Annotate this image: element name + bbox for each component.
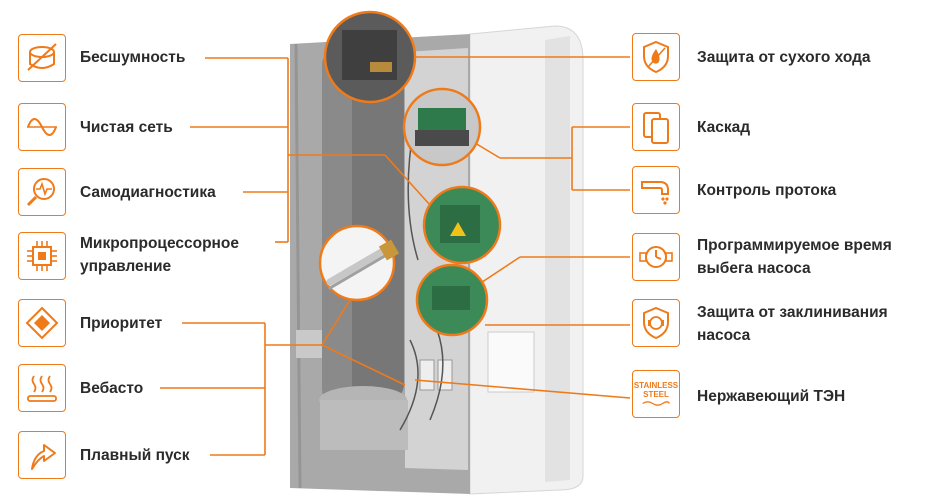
feature-label-soft-start: Плавный пуск [80, 447, 190, 464]
feature-label-clean-grid: Чистая сеть [80, 119, 173, 136]
sine-wave-icon [18, 103, 66, 151]
feature-label-flow-control: Контроль протока [697, 182, 837, 199]
feature-label-microprocessor-line1: Микропроцессорное [80, 235, 240, 252]
feature-label-pump-jam-protection: Защита от заклинивания насоса [697, 301, 888, 347]
feature-label-pump-overrun: Программируемое время выбега насоса [697, 234, 892, 280]
feature-label-pump-jam-line1: Защита от заклинивания [697, 304, 888, 321]
soft-start-arrow-icon [18, 431, 66, 479]
feature-label-webasto: Вебасто [80, 380, 144, 397]
shield-pump-icon [632, 299, 680, 347]
feature-label-self-diagnostics: Самодиагностика [80, 184, 216, 201]
silent-drum-icon [18, 34, 66, 82]
feature-label-pump-overrun-line2: выбега насоса [697, 260, 811, 277]
stainless-steel-icon: STAINLESS STEEL [632, 370, 680, 418]
magnifier-pulse-icon [18, 168, 66, 216]
microchip-icon [18, 232, 66, 280]
feature-label-microprocessor: Микропроцессорное управление [80, 232, 239, 278]
priority-diamond-icon [18, 299, 66, 347]
stainless-icon-text-2: STEEL [643, 389, 669, 399]
pump-clock-icon [632, 233, 680, 281]
feature-label-dry-run-protection: Защита от сухого хода [697, 49, 871, 66]
feature-label-pump-overrun-line1: Программируемое время [697, 237, 892, 254]
flow-tap-icon [632, 166, 680, 214]
feature-label-pump-jam-line2: насоса [697, 327, 751, 344]
feature-label-stainless-heater: Нержавеющий ТЭН [697, 388, 846, 405]
feature-label-microprocessor-line2: управление [80, 258, 172, 275]
shield-drop-icon [632, 33, 680, 81]
heat-waves-icon [18, 364, 66, 412]
stainless-icon-text-1: STAINLESS [633, 380, 679, 390]
feature-label-silent: Бесшумность [80, 49, 186, 66]
feature-label-priority: Приоритет [80, 315, 163, 332]
feature-label-cascade: Каскад [697, 119, 751, 136]
cascade-panels-icon [632, 103, 680, 151]
